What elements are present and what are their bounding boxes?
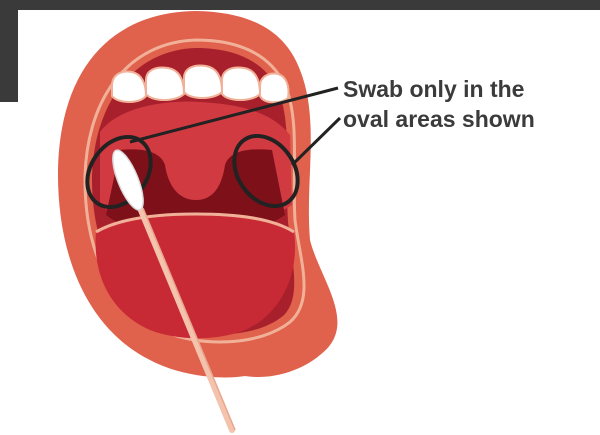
caption-line-1: Swab only in the: [343, 74, 593, 104]
instruction-caption: Swab only in the oval areas shown: [343, 74, 593, 134]
caption-line-2: oval areas shown: [343, 104, 593, 134]
